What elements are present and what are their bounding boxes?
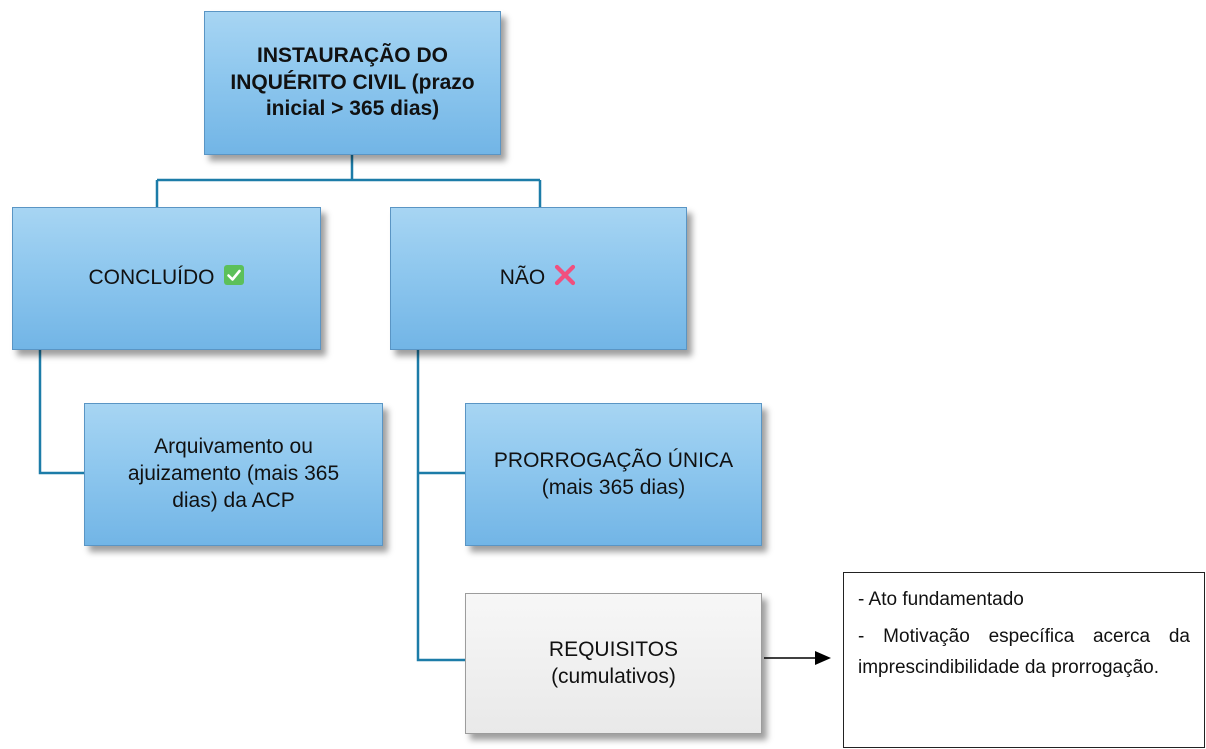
cross-mark-icon	[553, 263, 577, 295]
prorrogacao-line2: (mais 365 dias)	[541, 475, 686, 499]
nao-node: NÃO	[390, 207, 687, 350]
check-mark-icon	[223, 264, 245, 294]
connector-nao-to-children	[416, 350, 465, 662]
requisitos-node: REQUISITOS (cumulativos)	[465, 593, 762, 734]
concluido-node: CONCLUÍDO	[12, 207, 321, 350]
nao-label: NÃO	[499, 266, 546, 290]
arrow-to-notes	[764, 651, 831, 665]
prorrogacao-node: PRORROGAÇÃO ÚNICA (mais 365 dias)	[465, 403, 762, 546]
note-item: - Ato fundamentado	[858, 589, 1024, 610]
requirements-notes: - Ato fundamentado - Motivação específic…	[843, 572, 1205, 748]
concluido-label: CONCLUÍDO	[88, 266, 215, 290]
note-item: - Motivação específica acerca da impresc…	[858, 625, 1190, 678]
connector-concluido-to-arquivamento	[38, 350, 84, 475]
arquivamento-node: Arquivamento ou ajuizamento (mais 365 di…	[84, 403, 383, 546]
root-node: INSTAURAÇÃO DO INQUÉRITO CIVIL (prazo in…	[204, 11, 501, 155]
root-node-label: INSTAURAÇÃO DO INQUÉRITO CIVIL (prazo in…	[230, 43, 475, 121]
prorrogacao-line1: PRORROGAÇÃO ÚNICA	[493, 448, 734, 472]
arquivamento-label: Arquivamento ou ajuizamento (mais 365 di…	[127, 435, 340, 512]
connector-root-to-branches	[155, 155, 542, 207]
requisitos-line1: REQUISITOS	[548, 637, 679, 661]
requisitos-line2: (cumulativos)	[551, 664, 676, 688]
